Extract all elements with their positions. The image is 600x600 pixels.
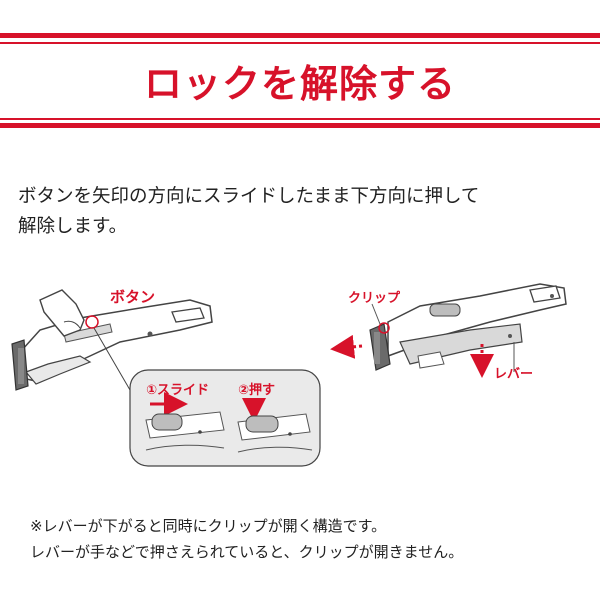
note-line-2: レバーが手などで押さえられていると、クリップが開きません。 <box>30 543 464 561</box>
header-top-line-thick <box>0 33 600 38</box>
button-label: ボタン <box>110 288 155 306</box>
note-line-1: ※レバーが下がると同時にクリップが開く構造です。 <box>30 517 387 535</box>
instruction-text: ボタンを矢印の方向にスライドしたまま下方向に押して 解除します。 <box>18 182 588 242</box>
lever-label: レバー <box>494 367 533 382</box>
note-text: ※レバーが下がると同時にクリップが開く構造です。 レバーが手などで押さえられてい… <box>30 513 590 565</box>
step1-label: ①スライド <box>146 383 209 398</box>
step2-label: ②押す <box>238 382 275 398</box>
page-title: ロックを解除する <box>143 62 456 106</box>
header-top-line-thin <box>0 42 600 44</box>
clip-label: クリップ <box>348 291 401 306</box>
header-bottom-line-thin <box>0 118 600 120</box>
header-bottom-line-thick <box>0 123 600 128</box>
left-tongs-illustration <box>11 289 213 391</box>
instruction-line-2: 解除します。 <box>18 216 128 237</box>
illustration: ボタン ①スライド ②押す <box>11 283 567 467</box>
right-tongs-illustration <box>330 283 567 378</box>
detail-box: ①スライド ②押す <box>129 369 321 467</box>
instruction-line-1: ボタンを矢印の方向にスライドしたまま下方向に押して <box>18 186 480 207</box>
